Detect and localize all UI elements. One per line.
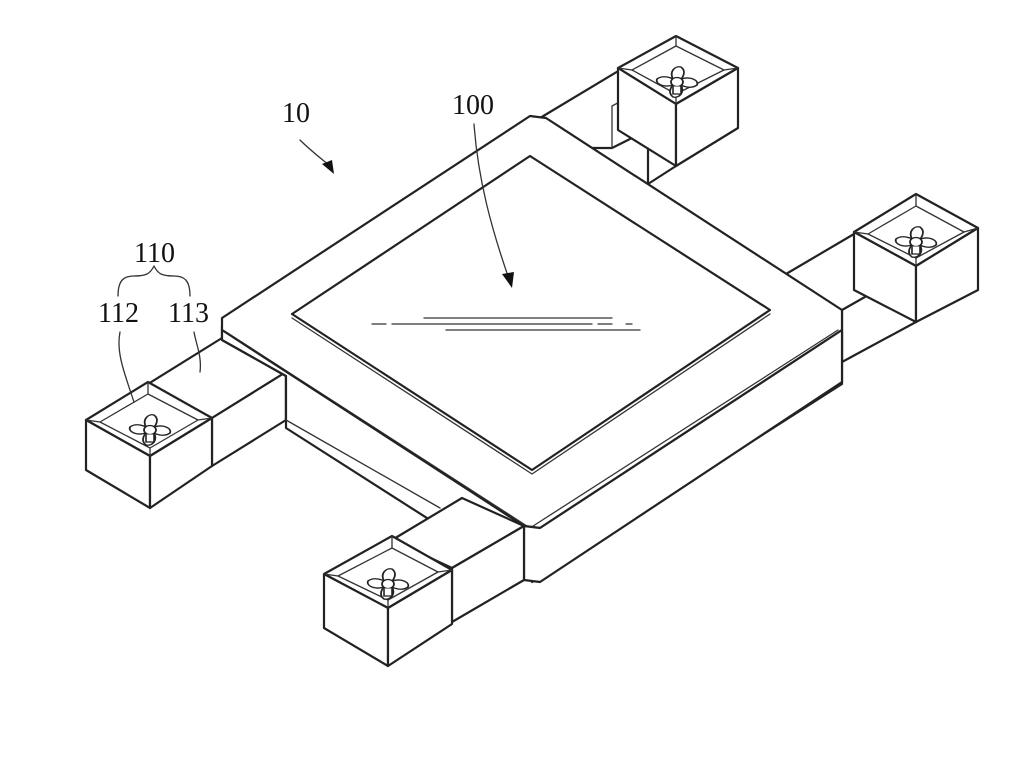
label-body: 100 xyxy=(452,90,494,121)
arrowhead-icon xyxy=(322,160,334,174)
label-rotor: 112 xyxy=(98,298,139,329)
label-arm: 113 xyxy=(168,298,209,329)
label-rotor-unit: 110 xyxy=(134,238,175,269)
leader-rotor xyxy=(118,331,135,403)
rotor-box-right xyxy=(852,192,980,324)
arrowhead-icon xyxy=(502,272,514,288)
label-device: 10 xyxy=(282,98,310,129)
leader-arm xyxy=(193,331,202,373)
leader-arrow-body xyxy=(473,123,509,277)
rotor-box-top-right xyxy=(616,34,740,168)
leader-arrow-device xyxy=(299,139,331,167)
brace-rotor-unit xyxy=(117,265,191,297)
rotor-box-bottom xyxy=(322,534,454,668)
top-panel xyxy=(290,154,772,475)
rotor-box-left xyxy=(84,380,214,510)
